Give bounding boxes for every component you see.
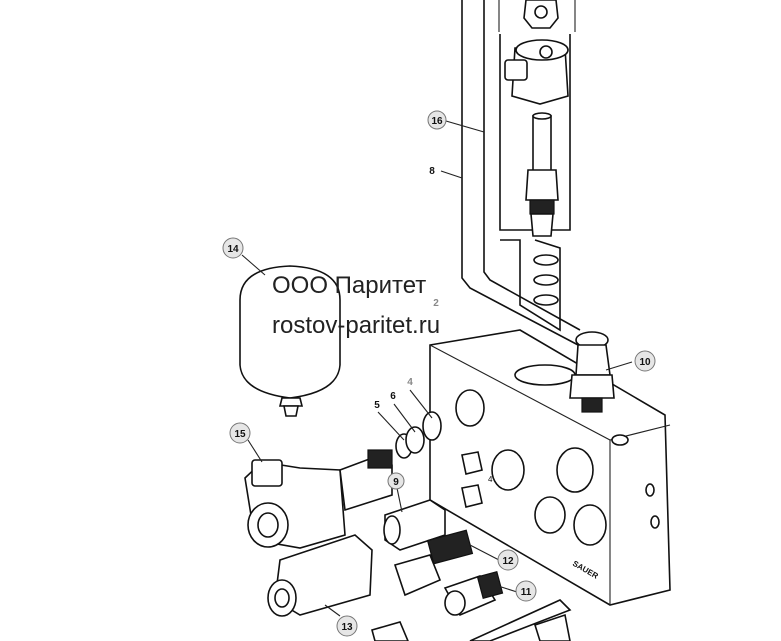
watermark-company-name: ООО Паритет	[272, 272, 427, 299]
solenoid-valve-part	[244, 449, 393, 549]
svg-text:13: 13	[341, 622, 353, 633]
svg-text:9: 9	[393, 477, 399, 488]
svg-text:2: 2	[433, 298, 439, 309]
svg-text:15: 15	[234, 429, 246, 440]
callout-4: 4	[407, 377, 413, 388]
valve-block-part: SAUER 4	[429, 329, 671, 606]
callout-11: 11	[515, 580, 537, 602]
callout-16: 16	[427, 110, 447, 130]
svg-text:5: 5	[374, 400, 380, 411]
callout-10: 10	[634, 350, 656, 372]
plug-12-part	[393, 529, 474, 597]
callout-9: 9	[387, 472, 405, 490]
leader-lines	[241, 120, 633, 617]
svg-text:12: 12	[502, 556, 514, 567]
fitting-13-part	[267, 534, 373, 617]
svg-text:8: 8	[429, 166, 435, 177]
pressure-sensor-part	[569, 331, 615, 413]
callout-8: 8	[429, 166, 435, 177]
port-mark-text: 4	[488, 475, 493, 484]
watermark-website: rostov-paritet.ru	[272, 312, 441, 339]
callout-15: 15	[229, 422, 251, 444]
callout-13: 13	[336, 615, 358, 637]
svg-text:4: 4	[407, 377, 413, 388]
svg-text:6: 6	[390, 391, 396, 402]
cartridge-valve-part	[525, 112, 559, 237]
lower-small-parts	[371, 599, 572, 641]
fitting-9-part	[383, 499, 446, 551]
solenoid-coil-top-part	[504, 39, 569, 105]
accumulator-part	[239, 265, 341, 417]
svg-text:11: 11	[521, 587, 532, 598]
plug-11-part	[443, 571, 504, 617]
callout-14: 14	[222, 237, 244, 259]
svg-text:16: 16	[431, 116, 443, 127]
o-ring-set	[533, 254, 559, 306]
top-nut-part	[523, 0, 559, 29]
seal-rings	[395, 411, 442, 459]
callout-12: 12	[497, 549, 519, 571]
callout-6: 6	[390, 391, 396, 402]
svg-text:10: 10	[639, 357, 651, 368]
svg-text:14: 14	[227, 244, 239, 255]
callout-5: 5	[374, 400, 380, 411]
callout-2: 2	[433, 298, 439, 309]
